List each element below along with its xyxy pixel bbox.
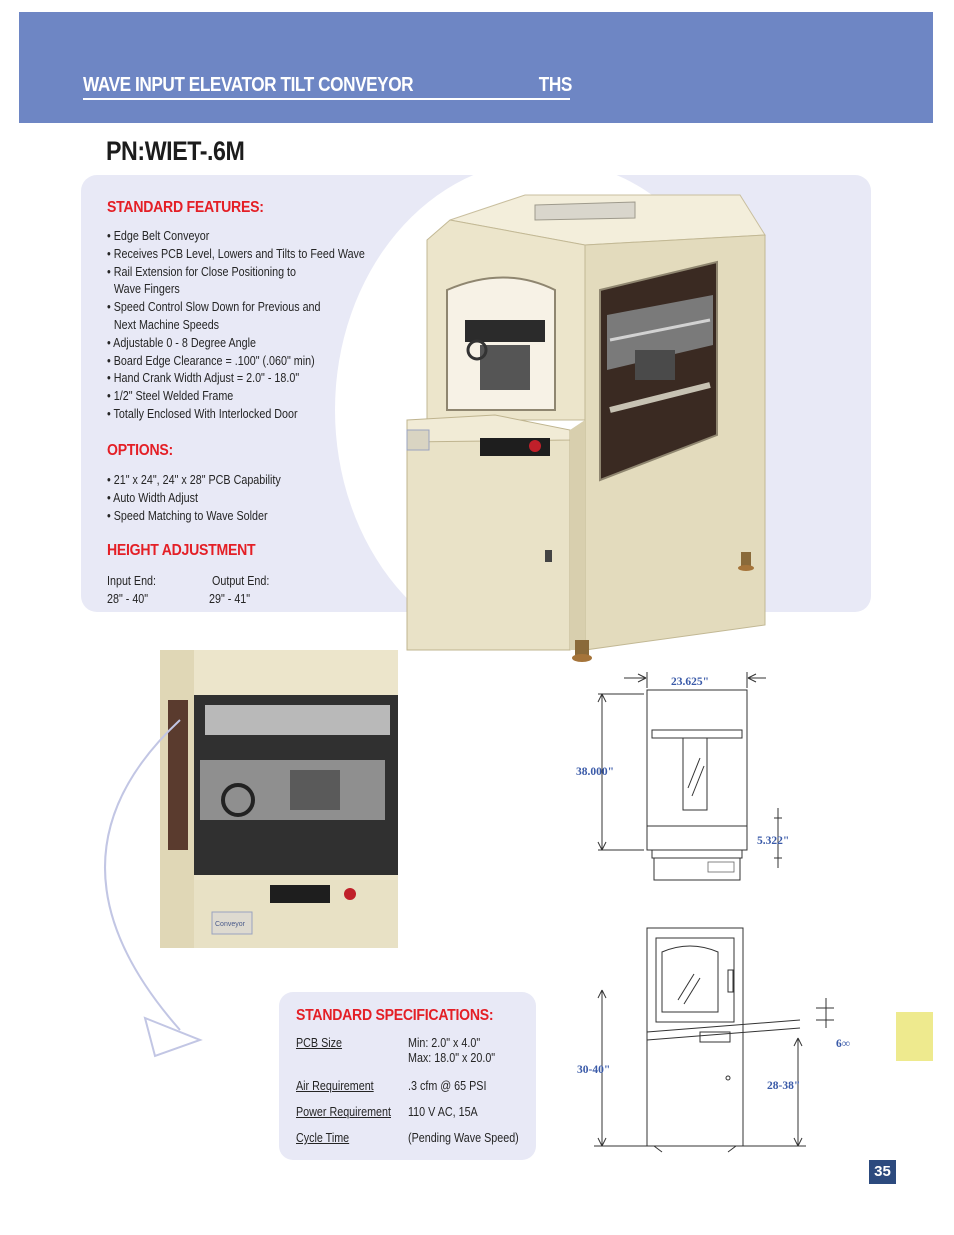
- spec-value-air: .3 cfm @ 65 PSI: [408, 1079, 487, 1093]
- header-suffix: THS: [538, 74, 573, 96]
- dim-front-width: 23.625": [671, 676, 710, 688]
- option-item: • 21" x 24", 24" x 28" PCB Capability: [107, 473, 281, 487]
- feature-item: • Board Edge Clearance = .100" (.060" mi…: [107, 353, 315, 368]
- front-drawing: [597, 672, 782, 881]
- dim-side-overall: 30-40": [577, 1064, 611, 1076]
- detail-photo: Conveyor: [160, 650, 398, 948]
- feature-item: • Edge Belt Conveyor: [107, 229, 210, 243]
- spec-panel: [279, 992, 536, 1160]
- feature-item: • Receives PCB Level, Lowers and Tilts t…: [107, 246, 365, 261]
- spec-value-pcb-max: Max: 18.0" x 20.0": [408, 1051, 496, 1065]
- feature-item: • Hand Crank Width Adjust = 2.0" - 18.0": [107, 371, 300, 386]
- dim-side-tilt: 6∞: [836, 1038, 850, 1050]
- output-end-value: 29" - 41": [209, 592, 251, 606]
- feature-item: Next Machine Speeds: [113, 317, 220, 332]
- header-title-text: WAVE INPUT ELEVATOR TILT CONVEYOR: [83, 74, 414, 96]
- input-end-label: Input End:: [107, 574, 157, 588]
- spec-value-cycle: (Pending Wave Speed): [408, 1131, 519, 1145]
- photo-badge: Conveyor: [215, 921, 246, 928]
- options-heading: OPTIONS:: [107, 442, 173, 459]
- part-number: PN:WIET-.6M: [106, 136, 245, 166]
- option-item: • Speed Matching to Wave Solder: [107, 508, 268, 523]
- arc-arrow: [104, 719, 203, 1058]
- side-drawing: [594, 927, 834, 1153]
- output-end-label: Output End:: [212, 574, 270, 588]
- header-underline: [83, 98, 570, 100]
- option-item: • Auto Width Adjust: [107, 490, 199, 505]
- spec-label-air: Air Requirement: [296, 1079, 374, 1093]
- spec-label-pcb-size: PCB Size: [296, 1036, 343, 1050]
- section-tab: [896, 1012, 933, 1061]
- feature-item: • 1/2" Steel Welded Frame: [107, 389, 234, 404]
- header-title: WAVE INPUT ELEVATOR TILT CONVEYOR THS: [83, 74, 572, 97]
- feature-item: • Speed Control Slow Down for Previous a…: [107, 300, 321, 315]
- spec-value-power: 110 V AC, 15A: [408, 1105, 478, 1119]
- standard-features-list: • Edge Belt Conveyor • Receives PCB Leve…: [107, 228, 365, 424]
- dim-side-conveyor: 28-38": [767, 1080, 801, 1092]
- feature-item: Wave Fingers: [113, 282, 180, 297]
- dim-front-height: 38.000": [576, 766, 615, 778]
- feature-item: • Totally Enclosed With Interlocked Door: [107, 406, 298, 421]
- height-adjustment-heading: HEIGHT ADJUSTMENT: [107, 542, 256, 559]
- options-list: • 21" x 24", 24" x 28" PCB Capability • …: [107, 472, 281, 525]
- feature-item: • Adjustable 0 - 8 Degree Angle: [107, 335, 256, 350]
- machine-photo: [406, 194, 766, 662]
- input-end-value: 28" - 40": [107, 592, 149, 606]
- standard-features-heading: STANDARD FEATURES:: [107, 199, 264, 216]
- header-band: [19, 12, 933, 123]
- spec-label-power: Power Requirement: [296, 1105, 392, 1119]
- dim-front-base: 5.322": [757, 835, 790, 847]
- specifications-heading: STANDARD SPECIFICATIONS:: [296, 1007, 494, 1024]
- page-number: 35: [869, 1160, 896, 1184]
- spec-label-cycle: Cycle Time: [296, 1131, 350, 1145]
- spec-value-pcb-min: Min: 2.0" x 4.0": [408, 1036, 481, 1050]
- feature-item: • Rail Extension for Close Positioning t…: [107, 264, 296, 279]
